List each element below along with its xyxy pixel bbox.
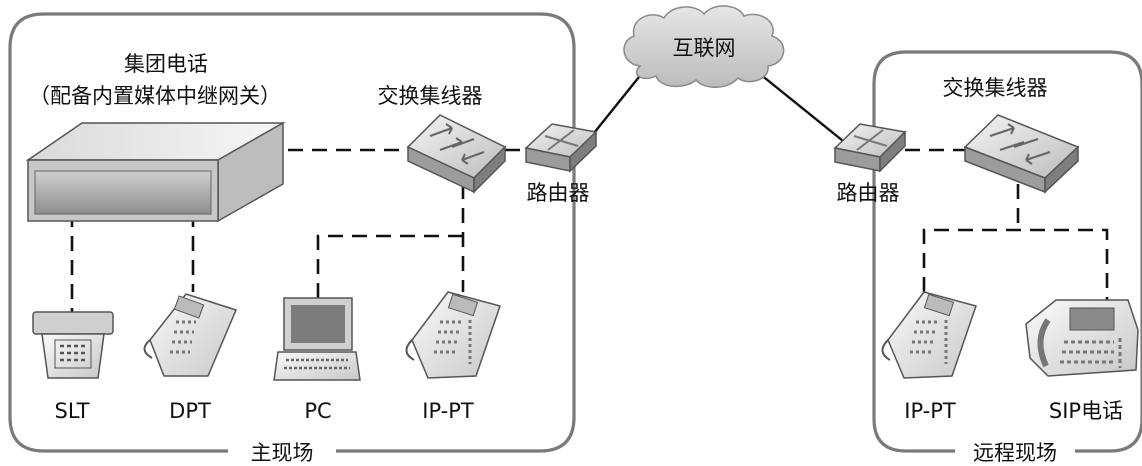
pc-icon xyxy=(273,297,361,381)
main-switch-label: 交换集线器 xyxy=(378,84,483,108)
pbx-label-line2: （配备内置媒体中继网关） xyxy=(29,84,281,108)
switch-hub-icon xyxy=(406,114,507,194)
device-label-ip-pt-main: IP-PT xyxy=(422,399,474,423)
main-site-frame: 主现场 xyxy=(8,12,576,465)
slt-phone-icon xyxy=(32,311,114,379)
internet-label: 互联网 xyxy=(673,36,736,60)
remote-site-frame: 远程现场 xyxy=(872,50,1142,465)
remote-site-label: 远程现场 xyxy=(973,441,1057,465)
device-label-ip-pt-remote: IP-PT xyxy=(904,399,956,423)
switch-hub-icon xyxy=(963,114,1080,194)
remote-router-label: 路由器 xyxy=(837,181,900,205)
router-icon xyxy=(833,123,907,173)
pbx-label-line1: 集团电话 xyxy=(124,52,208,76)
pbx-unit-icon xyxy=(25,121,286,223)
main-site-label: 主现场 xyxy=(251,441,314,465)
ip-pt-phone-icon xyxy=(405,291,501,379)
sip-phone-icon xyxy=(1025,299,1139,377)
device-label-dpt: DPT xyxy=(169,399,211,423)
device-label-slt: SLT xyxy=(55,399,90,423)
main-router-label: 路由器 xyxy=(527,181,590,205)
internet-cloud-icon: 互联网 xyxy=(623,5,785,88)
device-label-pc: PC xyxy=(304,399,331,423)
device-label-sip-phone: SIP电话 xyxy=(1049,399,1123,423)
remote-switch-label: 交换集线器 xyxy=(943,76,1048,100)
ip-pt-phone-icon xyxy=(881,291,977,379)
connections xyxy=(70,71,1109,312)
router-icon xyxy=(524,123,598,173)
dpt-phone-icon xyxy=(143,293,238,377)
